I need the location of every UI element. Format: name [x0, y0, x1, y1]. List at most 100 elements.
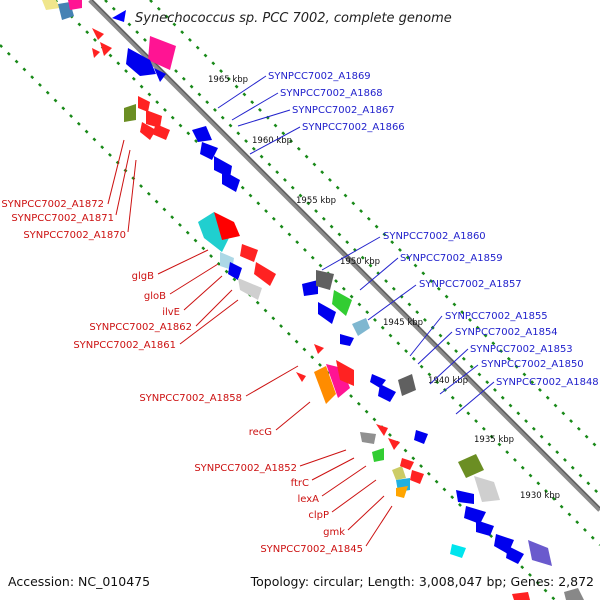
- bottom-strand-label-texts: SYNPCC7002_A1872 SYNPCC7002_A1871 SYNPCC…: [1, 199, 363, 555]
- ruler-tick-label: 1935 kbp: [474, 435, 514, 445]
- gene-feature: [140, 122, 156, 140]
- gene-feature: [456, 490, 474, 504]
- gene-label-top[interactable]: SYNPCC7002_A1869: [268, 71, 371, 82]
- gene-label-top[interactable]: SYNPCC7002_A1850: [481, 359, 584, 370]
- gene-feature: [376, 424, 388, 436]
- gene-label-bottom[interactable]: gloB: [144, 291, 166, 302]
- gene-label-top[interactable]: SYNPCC7002_A1866: [302, 122, 405, 133]
- ruler-tick-label: 1960 kbp: [252, 136, 292, 146]
- gene-feature: [126, 48, 156, 76]
- gene-feature: [398, 374, 416, 396]
- gene-label-top[interactable]: SYNPCC7002_A1853: [470, 344, 573, 355]
- gene-feature: [92, 48, 100, 58]
- gene-features: [42, 0, 584, 600]
- genome-backbone-shadow: [91, 0, 600, 509]
- gene-feature: [326, 364, 350, 398]
- gene-label-top[interactable]: SYNPCC7002_A1857: [419, 279, 522, 290]
- gene-label-top[interactable]: SYNPCC7002_A1848: [496, 377, 599, 388]
- label-connector: [299, 449, 347, 467]
- label-connector: [321, 236, 381, 271]
- gene-feature: [372, 448, 384, 462]
- gene-feature: [254, 262, 276, 286]
- tick-track-outer-top: [149, 0, 600, 451]
- gene-label-top[interactable]: SYNPCC7002_A1867: [292, 105, 395, 116]
- gene-label-bottom[interactable]: SYNPCC7002_A1870: [23, 230, 126, 241]
- gene-feature: [450, 544, 466, 558]
- gene-label-bottom[interactable]: SYNPCC7002_A1861: [73, 340, 176, 351]
- gene-feature: [318, 302, 336, 324]
- gene-label-bottom[interactable]: ilvE: [162, 307, 180, 318]
- gene-label-bottom[interactable]: glgB: [132, 271, 154, 282]
- gene-feature: [124, 104, 136, 122]
- gene-feature: [68, 0, 82, 10]
- gene-feature: [214, 212, 240, 240]
- label-connector: [231, 92, 279, 121]
- gene-label-bottom[interactable]: SYNPCC7002_A1845: [260, 544, 363, 555]
- gene-label-bottom[interactable]: lexA: [297, 494, 319, 505]
- label-connector: [311, 457, 355, 481]
- gene-feature: [42, 0, 60, 10]
- ruler-tick-label: 1950 kbp: [340, 257, 380, 267]
- gene-feature: [336, 360, 354, 386]
- gene-feature: [100, 42, 112, 56]
- gene-feature: [200, 142, 218, 160]
- label-connector: [439, 364, 479, 395]
- gene-feature: [388, 438, 400, 450]
- gene-feature: [332, 290, 352, 316]
- gene-label-bottom[interactable]: gmk: [323, 527, 345, 538]
- gene-label-bottom[interactable]: SYNPCC7002_A1852: [194, 463, 297, 474]
- gene-feature: [474, 476, 500, 502]
- label-connector: [455, 381, 495, 415]
- label-connector: [429, 348, 469, 385]
- top-strand-labels: [217, 75, 495, 415]
- gene-label-top[interactable]: SYNPCC7002_A1859: [400, 253, 503, 264]
- gene-label-bottom[interactable]: ftrC: [291, 478, 309, 489]
- gene-label-bottom[interactable]: SYNPCC7002_A1871: [11, 213, 114, 224]
- gene-feature: [352, 318, 370, 336]
- label-connector: [179, 299, 239, 345]
- gene-feature: [214, 156, 232, 178]
- gene-feature: [512, 592, 530, 600]
- ruler-tick-label: 1965 kbp: [208, 75, 248, 85]
- gene-label-bottom[interactable]: SYNPCC7002_A1858: [139, 393, 242, 404]
- gene-label-top[interactable]: SYNPCC7002_A1860: [383, 231, 486, 242]
- label-connector: [365, 505, 393, 547]
- label-connector: [409, 315, 443, 357]
- genome-backbone: [88, 0, 600, 512]
- gene-feature: [192, 126, 212, 142]
- ruler-tick-label: 1945 kbp: [383, 318, 423, 328]
- ruler-labels: 1965 kbp 1960 kbp 1955 kbp 1950 kbp 1945…: [208, 75, 560, 501]
- gene-feature: [152, 124, 170, 140]
- gene-feature: [360, 432, 376, 444]
- label-connector: [127, 159, 137, 233]
- gene-feature: [146, 110, 162, 128]
- gene-feature: [148, 36, 176, 70]
- gene-label-top[interactable]: SYNPCC7002_A1855: [445, 311, 548, 322]
- gene-label-bottom[interactable]: recG: [249, 427, 272, 438]
- gene-feature: [238, 278, 262, 300]
- label-connector: [347, 495, 385, 531]
- label-connector: [331, 479, 377, 513]
- gene-feature: [378, 384, 396, 402]
- gene-label-top[interactable]: SYNPCC7002_A1868: [280, 88, 383, 99]
- gene-feature: [464, 506, 486, 524]
- label-connector: [217, 75, 267, 109]
- gene-feature: [296, 372, 306, 382]
- gene-label-bottom[interactable]: SYNPCC7002_A1872: [1, 199, 104, 210]
- gene-label-bottom[interactable]: SYNPCC7002_A1862: [89, 322, 192, 333]
- label-connector: [195, 289, 233, 327]
- gene-feature: [476, 520, 494, 536]
- gene-label-bottom[interactable]: clpP: [308, 510, 329, 521]
- gene-feature: [410, 470, 424, 484]
- gene-feature: [414, 430, 428, 444]
- gene-feature: [392, 466, 406, 480]
- gene-feature: [370, 374, 386, 388]
- label-connector: [237, 109, 291, 127]
- gene-feature: [458, 454, 484, 478]
- gene-feature: [112, 10, 126, 22]
- gene-feature: [396, 486, 408, 498]
- gene-feature: [222, 170, 240, 192]
- gene-label-top[interactable]: SYNPCC7002_A1854: [455, 327, 558, 338]
